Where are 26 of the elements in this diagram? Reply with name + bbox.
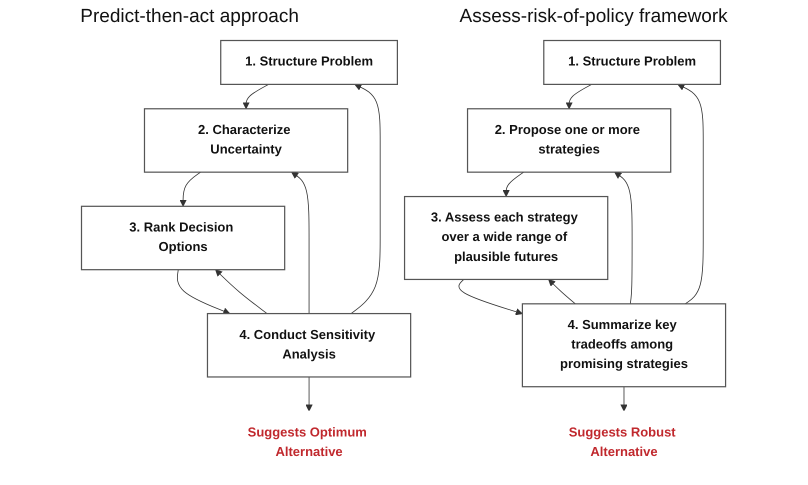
arrow [351, 84, 382, 314]
arrow [177, 269, 231, 314]
arrow [306, 376, 314, 412]
column-heading: Predict-then-act approach [80, 6, 299, 28]
node-box: 3. Rank Decision Options [81, 206, 286, 270]
arrow [503, 172, 524, 197]
arrow [678, 84, 704, 304]
node-box: 4. Conduct Sensitivity Analysis [207, 312, 412, 378]
arrow [614, 172, 633, 304]
arrow [242, 84, 270, 110]
node-text: Suggests Robust Alternative [569, 426, 676, 460]
arrow [292, 172, 310, 314]
arrow [620, 386, 628, 412]
column-heading: Assess-risk-of-policy framework [460, 6, 728, 28]
node-box: 1. Structure Problem [220, 40, 398, 85]
arrow [458, 279, 524, 316]
node-box: 2. Characterize Uncertainty [144, 108, 349, 173]
arrow [548, 279, 576, 304]
node-box: 4. Summarize key tradeoffs among promising strategies [522, 303, 727, 388]
node-text: Suggests Optimum Alternative [248, 426, 368, 460]
arrow [216, 269, 268, 314]
node-box: 2. Propose one or more strategies [467, 108, 672, 173]
node-box: 3. Assess each strategy over a wide range of plausible futures [404, 196, 609, 280]
arrow [180, 172, 202, 207]
arrow [566, 84, 592, 110]
node-box: 1. Structure Problem [544, 40, 722, 85]
